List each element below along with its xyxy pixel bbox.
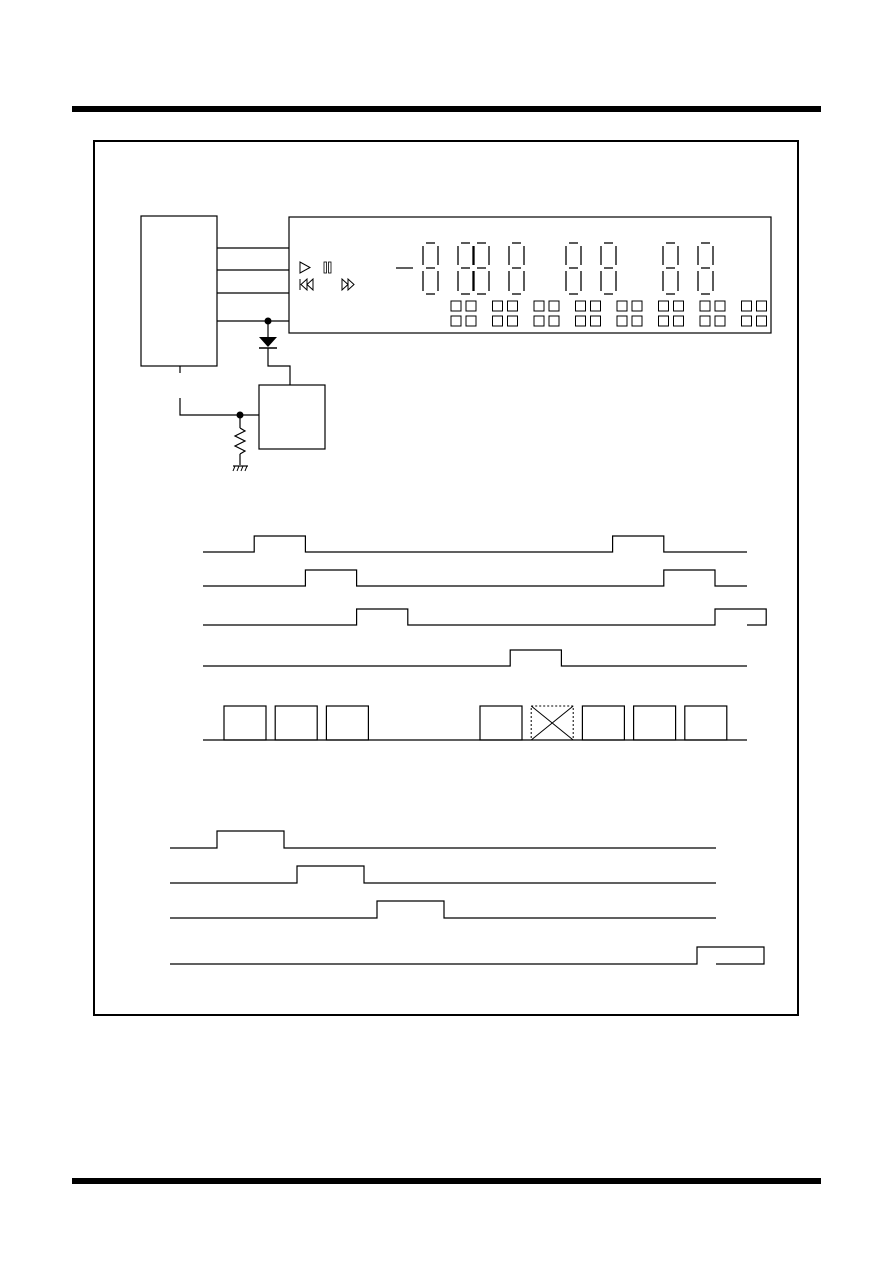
timing-diagram-a (203, 535, 767, 741)
resistor-icon (233, 427, 247, 455)
data-slot (632, 705, 677, 741)
grid-square (741, 300, 752, 312)
grid-square (616, 300, 628, 312)
rewind-icon (299, 277, 314, 292)
grid-square (673, 300, 684, 312)
digit-2-0 (565, 242, 582, 295)
grid-square (631, 315, 643, 327)
grid-square (533, 315, 545, 327)
cross-line (530, 705, 574, 741)
data-slot (325, 705, 369, 741)
data-slot (479, 705, 523, 741)
bottom-rule (72, 1178, 821, 1184)
grid-square (492, 315, 503, 327)
vfd-display (288, 216, 772, 334)
data-slot (684, 705, 728, 741)
pause-icon (323, 261, 332, 274)
grid-square (756, 315, 767, 327)
top-rule (72, 106, 821, 112)
digit-2-1 (600, 242, 617, 295)
grid-square (714, 300, 726, 312)
controller-block (140, 215, 218, 367)
diode-icon (259, 337, 277, 347)
grid-square (616, 315, 628, 327)
grid-square (741, 315, 752, 327)
grid-square (590, 300, 601, 312)
seven-segment-digits (422, 242, 714, 295)
scan-trace-1 (170, 830, 716, 849)
grid-square (450, 315, 462, 327)
data-slot (581, 705, 626, 741)
data-slot (274, 705, 318, 741)
circuit-diagram (140, 215, 772, 472)
signal-trace-3 (203, 608, 767, 626)
grid-square (492, 300, 503, 312)
digit-1-0 (473, 242, 490, 295)
grid-square (631, 300, 643, 312)
diode-lead-bottom (267, 348, 291, 385)
grid-square (465, 315, 477, 327)
digit-3-0 (662, 242, 679, 295)
grid-square (673, 315, 684, 327)
grid-square (507, 315, 518, 327)
digit-1-1 (508, 242, 525, 295)
digit-3-1 (697, 242, 714, 295)
grid-square (575, 300, 586, 312)
signal-trace-1 (203, 535, 747, 553)
digit-0-1 (457, 242, 474, 295)
control-line (179, 398, 259, 416)
grid-square (450, 300, 462, 312)
grid-square (533, 300, 545, 312)
grid-square (590, 315, 601, 327)
driver-block (258, 384, 326, 450)
signal-trace-2 (203, 569, 747, 587)
data-slot (223, 705, 267, 741)
grid-square (699, 300, 711, 312)
scan-trace-4 (170, 946, 765, 965)
grid-square (548, 300, 560, 312)
grid-square (756, 300, 767, 312)
grid-square (507, 300, 518, 312)
fast-forward-icon (341, 277, 355, 292)
scan-trace-2 (170, 865, 716, 884)
grid-square (658, 315, 669, 327)
grid-square (465, 300, 477, 312)
play-icon (299, 261, 312, 274)
grid-square (714, 315, 726, 327)
timing-diagram-b (170, 830, 765, 965)
invalid-slot-frame (530, 705, 574, 741)
invalid-slot (530, 705, 574, 741)
ground-icon (232, 465, 248, 472)
signal-trace-4 (203, 649, 747, 667)
digit-0-0 (422, 242, 439, 295)
grid-square (699, 315, 711, 327)
grid-squares (450, 300, 767, 327)
grid-square (548, 315, 560, 327)
grid-square (658, 300, 669, 312)
figure-frame (93, 140, 799, 1016)
scan-trace-3 (170, 900, 716, 919)
grid-square (575, 315, 586, 327)
